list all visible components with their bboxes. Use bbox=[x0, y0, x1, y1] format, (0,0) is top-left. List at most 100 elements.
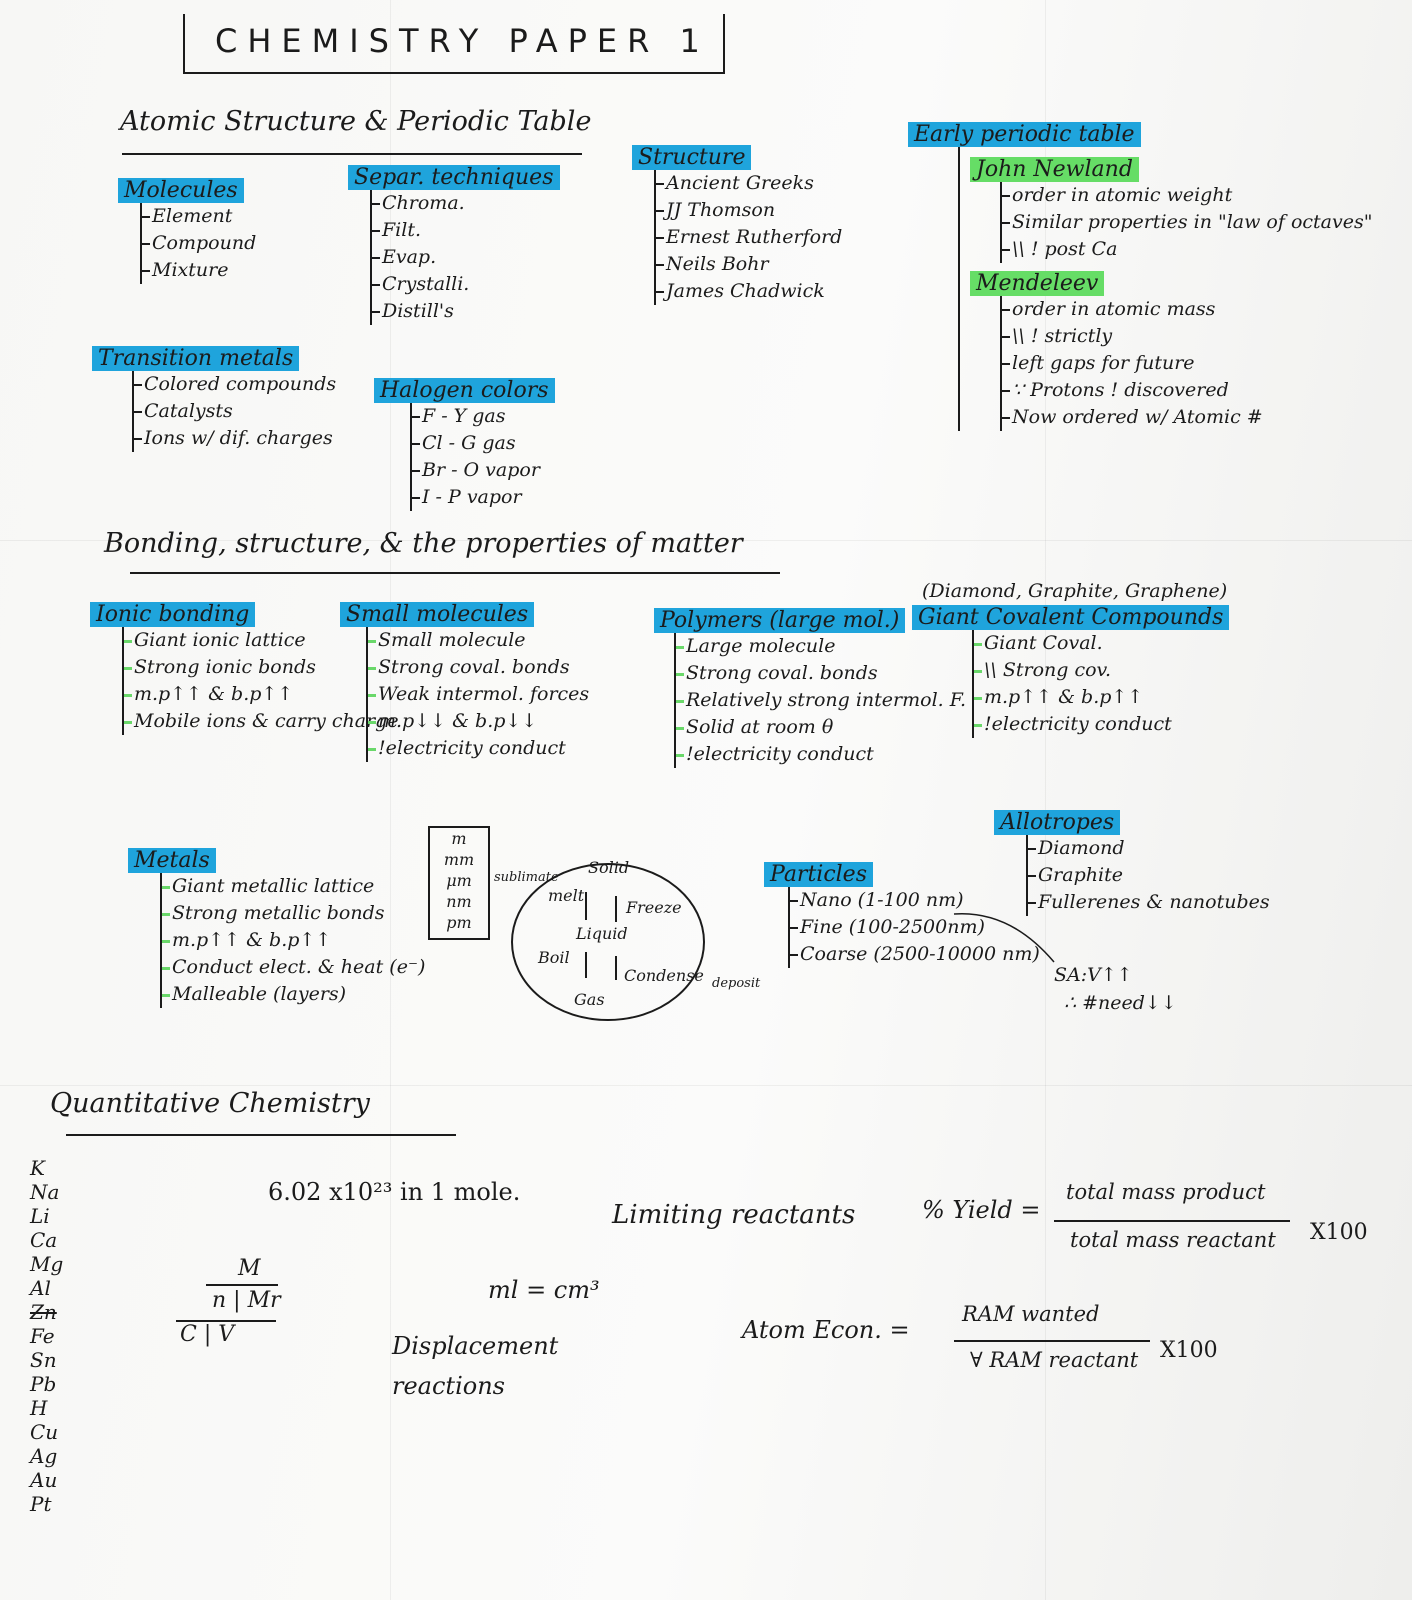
unit-item: nm bbox=[446, 892, 472, 911]
particles-item: Nano (1-100 nm) bbox=[790, 887, 1040, 914]
yield-numerator: total mass product bbox=[1066, 1180, 1266, 1204]
section-title-bonding: Bonding, structure, & the properties of … bbox=[104, 528, 743, 559]
ionic-item: m.p↑↑ & b.p↑↑ bbox=[124, 681, 399, 708]
yield-x100: X100 bbox=[1310, 1220, 1368, 1245]
small-molecules-item: Strong coval. bonds bbox=[367, 654, 589, 681]
reactivity-item: Fe bbox=[30, 1324, 55, 1348]
polymers-item: Strong coval. bonds bbox=[676, 660, 966, 687]
fold-line bbox=[1045, 0, 1046, 1600]
structure-item: JJ Thomson bbox=[655, 197, 842, 224]
metals-block: Metals Giant metallic lattice Strong met… bbox=[128, 848, 425, 1008]
ionic-block: Ionic bonding Giant ionic lattice Strong… bbox=[90, 602, 399, 735]
connector-line bbox=[953, 912, 1055, 963]
reactivity-series: K Na Li Ca Mg Al Zn Fe Sn Pb H Cu Ag Au … bbox=[30, 1156, 63, 1516]
particles-item: Fine (100-2500nm) bbox=[790, 914, 1040, 941]
metals-item: Conduct elect. & heat (e⁻) bbox=[161, 954, 425, 981]
transition-item: Catalysts bbox=[133, 398, 336, 425]
title-box bbox=[183, 14, 725, 74]
formula-triangle-line bbox=[206, 1284, 278, 1286]
halogen-item: Cl - G gas bbox=[412, 430, 555, 457]
section-title-quantitative: Quantitative Chemistry bbox=[50, 1088, 370, 1119]
polymers-block: Polymers (large mol.) Large molecule Str… bbox=[654, 608, 966, 768]
separation-item: Crystalli. bbox=[372, 271, 560, 298]
separation-item: Filt. bbox=[372, 217, 560, 244]
unit-item: mm bbox=[443, 850, 475, 869]
polymers-item: Relatively strong intermol. F. bbox=[676, 687, 966, 714]
separation-heading: Separ. techniques bbox=[348, 165, 560, 190]
molecules-block: Molecules Element Compound Mixture bbox=[118, 178, 256, 284]
giant-covalent-item: \\ Strong cov. bbox=[973, 657, 1229, 684]
atom-economy-x100: X100 bbox=[1160, 1338, 1218, 1363]
mendeleev-item: ∵ Protons ! discovered bbox=[1001, 377, 1372, 404]
yield-label: % Yield = bbox=[922, 1196, 1041, 1224]
fold-line bbox=[0, 540, 1412, 541]
concentration-triangle: C | V bbox=[180, 1322, 235, 1347]
halogen-block: Halogen colors F - Y gas Cl - G gas Br -… bbox=[374, 378, 555, 511]
label-melt: melt bbox=[548, 886, 585, 905]
units-box: m mm μm nm pm bbox=[428, 826, 490, 940]
reactivity-item: K bbox=[30, 1156, 45, 1180]
metals-heading: Metals bbox=[128, 848, 216, 873]
halogen-heading: Halogen colors bbox=[374, 378, 555, 403]
giant-covalent-item: m.p↑↑ & b.p↑↑ bbox=[973, 684, 1229, 711]
metals-item: Strong metallic bonds bbox=[161, 900, 425, 927]
section-underline bbox=[66, 1134, 456, 1136]
atom-economy-label: Atom Econ. = bbox=[742, 1316, 910, 1344]
separation-item: Distill's bbox=[372, 298, 560, 325]
molecules-heading: Molecules bbox=[118, 178, 244, 203]
page-title: CHEMISTRY PAPER 1 bbox=[215, 22, 710, 60]
ionic-item: Strong ionic bonds bbox=[124, 654, 399, 681]
reactivity-item: Al bbox=[30, 1276, 51, 1300]
label-freeze: Freeze bbox=[626, 898, 682, 917]
reactivity-item: Ag bbox=[30, 1444, 58, 1468]
halogen-item: F - Y gas bbox=[412, 403, 555, 430]
reactivity-item: Li bbox=[30, 1204, 50, 1228]
polymers-item: !electricity conduct bbox=[676, 741, 966, 768]
reactivity-item: Pb bbox=[30, 1372, 57, 1396]
transition-block: Transition metals Colored compounds Cata… bbox=[92, 346, 336, 452]
section-underline bbox=[122, 153, 582, 155]
molecules-item: Compound bbox=[141, 230, 256, 257]
molecules-item: Mixture bbox=[141, 257, 256, 284]
unit-item: pm bbox=[446, 913, 472, 932]
polymers-item: Large molecule bbox=[676, 633, 966, 660]
reactivity-item: Cu bbox=[30, 1420, 59, 1444]
halogen-item: Br - O vapor bbox=[412, 457, 555, 484]
polymers-heading: Polymers (large mol.) bbox=[654, 608, 906, 633]
reactivity-item: Na bbox=[30, 1180, 60, 1204]
atom-economy-fraction-line bbox=[954, 1340, 1150, 1342]
avogadro-note: 6.02 x10²³ in 1 mole. bbox=[268, 1178, 521, 1206]
newlands-item: Similar properties in "law of octaves" bbox=[1001, 209, 1372, 236]
limiting-note: Limiting reactants bbox=[612, 1200, 856, 1230]
metals-item: m.p↑↑ & b.p↑↑ bbox=[161, 927, 425, 954]
unit-item: m bbox=[451, 829, 467, 848]
displacement-note: Displacement reactions bbox=[392, 1332, 559, 1400]
particles-block: Particles Nano (1-100 nm) Fine (100-2500… bbox=[764, 862, 1040, 968]
small-molecules-item: Small molecule bbox=[367, 627, 589, 654]
separation-item: Evap. bbox=[372, 244, 560, 271]
formula-triangle-bottom: n | Mr bbox=[212, 1288, 281, 1313]
newlands-item: \\ ! post Ca bbox=[1001, 236, 1372, 263]
structure-item: Neils Bohr bbox=[655, 251, 842, 278]
structure-block: Structure Ancient Greeks JJ Thomson Erne… bbox=[632, 145, 842, 305]
halogen-item: I - P vapor bbox=[412, 484, 555, 511]
transition-item: Colored compounds bbox=[133, 371, 336, 398]
states-cycle-diagram bbox=[511, 863, 705, 1021]
section-underline bbox=[130, 572, 780, 574]
particles-heading: Particles bbox=[764, 862, 873, 887]
allotropes-item: Fullerenes & nanotubes bbox=[1028, 889, 1270, 916]
ionic-heading: Ionic bonding bbox=[90, 602, 256, 627]
giant-covalent-item: !electricity conduct bbox=[973, 711, 1229, 738]
ionic-item: Mobile ions & carry charge bbox=[124, 708, 399, 735]
newlands-item: order in atomic weight bbox=[1001, 182, 1372, 209]
small-molecules-item: !electricity conduct bbox=[367, 735, 589, 762]
small-molecules-item: Weak intermol. forces bbox=[367, 681, 589, 708]
giant-covalent-heading: Giant Covalent Compounds bbox=[912, 605, 1230, 630]
polymers-item: Solid at room θ bbox=[676, 714, 966, 741]
reactivity-item: H bbox=[30, 1396, 48, 1420]
early-periodic-heading: Early periodic table bbox=[908, 122, 1141, 147]
metals-item: Giant metallic lattice bbox=[161, 873, 425, 900]
allotropes-block: Allotropes Diamond Graphite Fullerenes &… bbox=[994, 810, 1270, 916]
unit-item: μm bbox=[446, 871, 472, 890]
